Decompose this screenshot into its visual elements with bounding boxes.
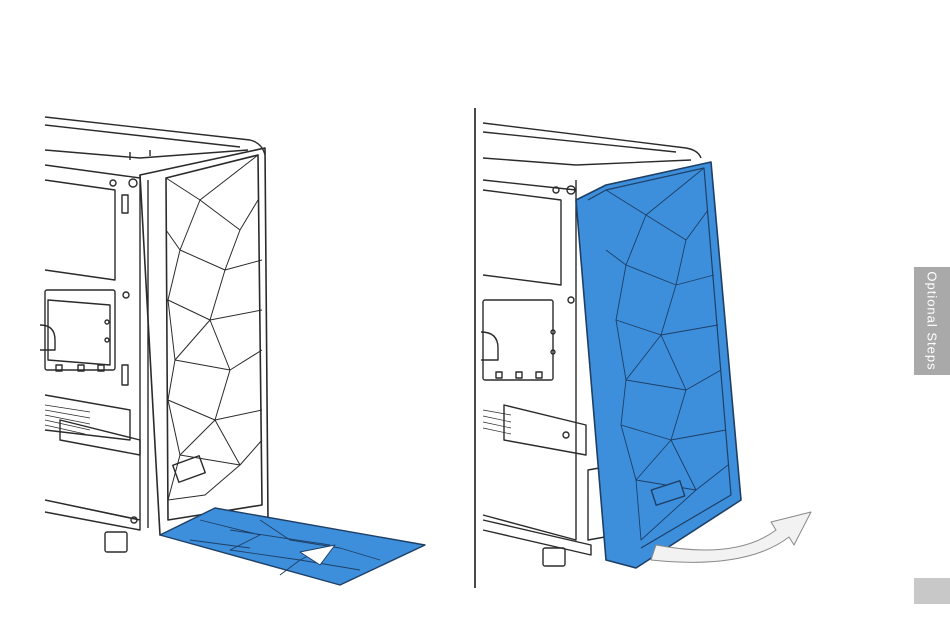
page-number-tab: [914, 578, 950, 604]
section-tab-label: Optional Steps: [925, 271, 940, 370]
section-tab-optional-steps[interactable]: Optional Steps: [914, 267, 950, 375]
front-panel-removal-illustration: [476, 0, 916, 642]
case-open-front-illustration: [0, 0, 474, 642]
